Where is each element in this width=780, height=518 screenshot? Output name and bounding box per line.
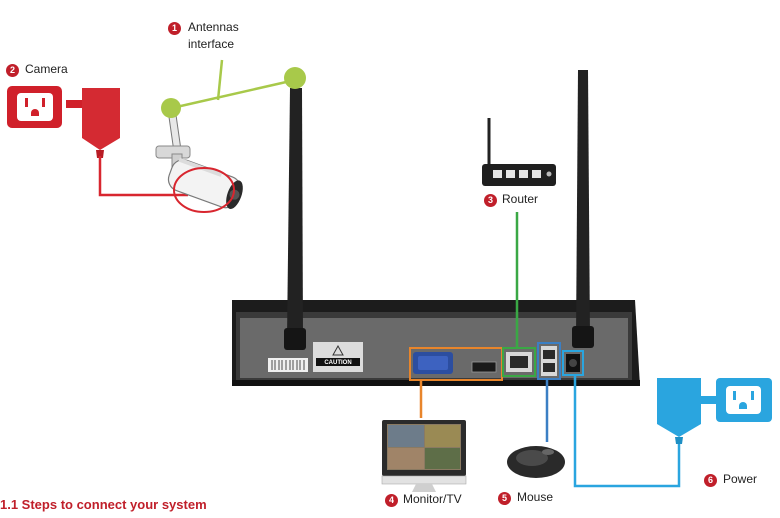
caution-label: CAUTION — [324, 360, 351, 366]
power-port-highlight — [562, 350, 584, 376]
antennas-label-line2: interface — [188, 37, 235, 51]
camera-cable — [98, 156, 188, 197]
ip-camera-icon — [155, 107, 243, 213]
camera-number-badge: 2 — [6, 64, 19, 77]
camera-label: Camera — [25, 62, 68, 76]
camera-adapter-icon — [66, 88, 120, 158]
power-label: Power — [723, 472, 758, 486]
antenna-callout-line — [171, 59, 296, 110]
power-adapter-icon — [657, 378, 718, 444]
nvr-antenna-left — [284, 88, 306, 350]
router-icon — [482, 118, 556, 186]
router-number-badge: 3 — [484, 194, 497, 207]
router-port-highlight — [502, 347, 536, 377]
mouse-port-highlight — [537, 342, 561, 380]
monitor-number-badge: 4 — [385, 494, 398, 507]
section-title: 1.1 Steps to connect your system — [0, 497, 207, 512]
mouse-icon — [507, 446, 565, 478]
camera-outlet-icon — [7, 86, 62, 128]
router-label: Router — [502, 192, 539, 206]
power-number-badge: 6 — [704, 474, 717, 487]
mouse-label: Mouse — [517, 490, 554, 504]
antennas-label: Antennas — [188, 20, 239, 34]
mouse-number-badge: 5 — [498, 492, 511, 505]
monitor-icon — [381, 420, 467, 492]
nvr-antenna-right — [572, 70, 594, 348]
antenna-interface-dot-left — [161, 98, 181, 118]
antenna-interface-dot-right — [284, 67, 306, 89]
antennas-number-badge: 1 — [168, 22, 181, 35]
monitor-label: Monitor/TV — [403, 492, 462, 506]
power-cable — [573, 375, 681, 488]
power-outlet-icon — [716, 378, 772, 422]
